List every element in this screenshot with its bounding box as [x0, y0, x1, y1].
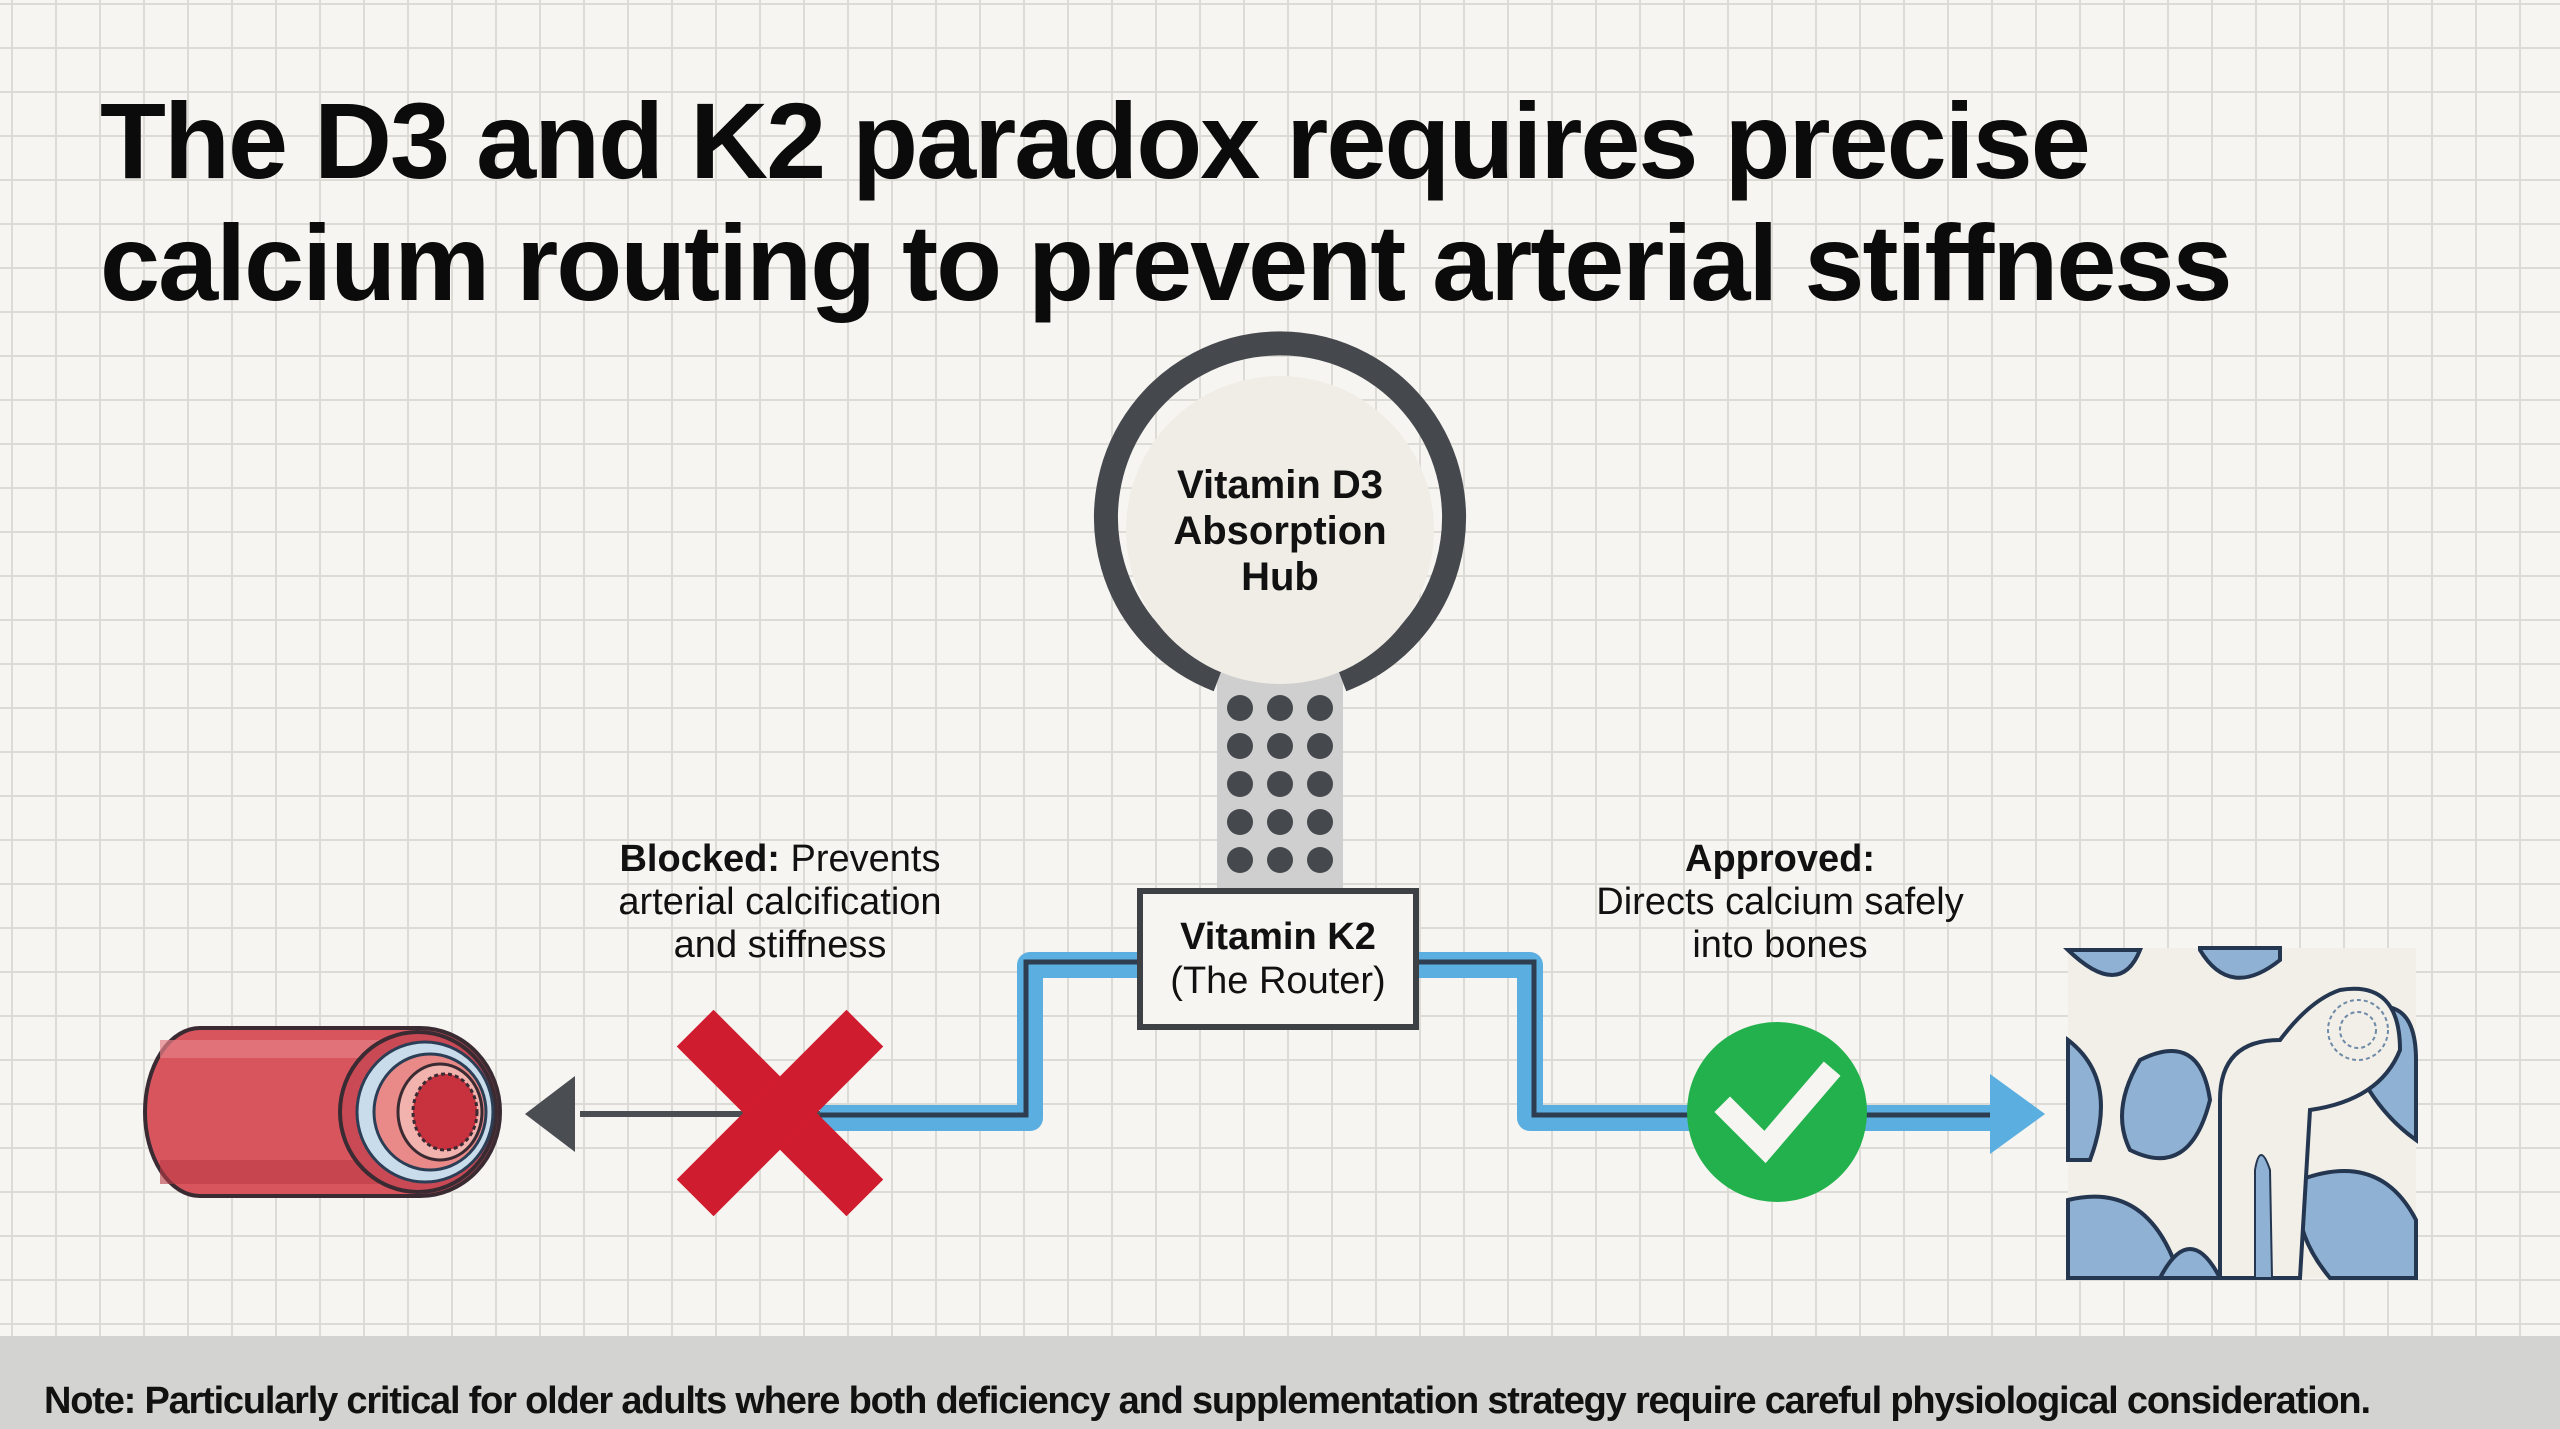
calcium-channel — [1217, 668, 1343, 890]
x-mark-icon — [676, 1009, 884, 1217]
approved-heading: Approved: — [1685, 838, 1875, 880]
arrow-left-icon — [525, 1076, 575, 1152]
approved-text-line-1: Directs calcium safely — [1596, 881, 1964, 923]
hub-label: Vitamin D3 Absorption Hub — [1120, 462, 1440, 600]
approved-label: Approved: Directs calcium safely into bo… — [1540, 838, 2020, 967]
checkmark-icon — [1687, 1022, 1867, 1202]
hub-label-line-2: Absorption — [1173, 509, 1387, 553]
blocked-heading: Blocked: — [619, 838, 780, 880]
artery-illustration — [143, 1026, 502, 1198]
blocked-text-line-2: arterial calcification — [618, 881, 942, 923]
blocked-text-line-3: and stiffness — [673, 924, 887, 966]
footer-bar: Note: Particularly critical for older ad… — [0, 1336, 2560, 1429]
page-title: The D3 and K2 paradox requires precise c… — [100, 80, 2500, 324]
hub-label-line-3: Hub — [1241, 555, 1319, 599]
vitamin-k2-router-box: Vitamin K2 (The Router) — [1137, 888, 1419, 1030]
bone-illustration — [2063, 946, 2418, 1280]
title-line-2: calcium routing to prevent arterial stif… — [100, 202, 2233, 323]
router-subtitle: (The Router) — [1170, 960, 1386, 1002]
arrow-right-icon — [1990, 1074, 2045, 1154]
calcium-particles-icon — [1227, 695, 1333, 873]
hub-label-line-1: Vitamin D3 — [1177, 463, 1383, 507]
footer-note: Note: Particularly critical for older ad… — [44, 1380, 2371, 1422]
blocked-text-line-1: Prevents — [790, 838, 941, 880]
blocked-label: Blocked: Prevents arterial calcification… — [560, 838, 1000, 967]
title-line-1: The D3 and K2 paradox requires precise — [100, 80, 2091, 201]
router-title: Vitamin K2 — [1180, 916, 1376, 958]
vitamin-d3-hub — [1094, 331, 1466, 692]
approved-text-line-2: into bones — [1692, 924, 1868, 966]
